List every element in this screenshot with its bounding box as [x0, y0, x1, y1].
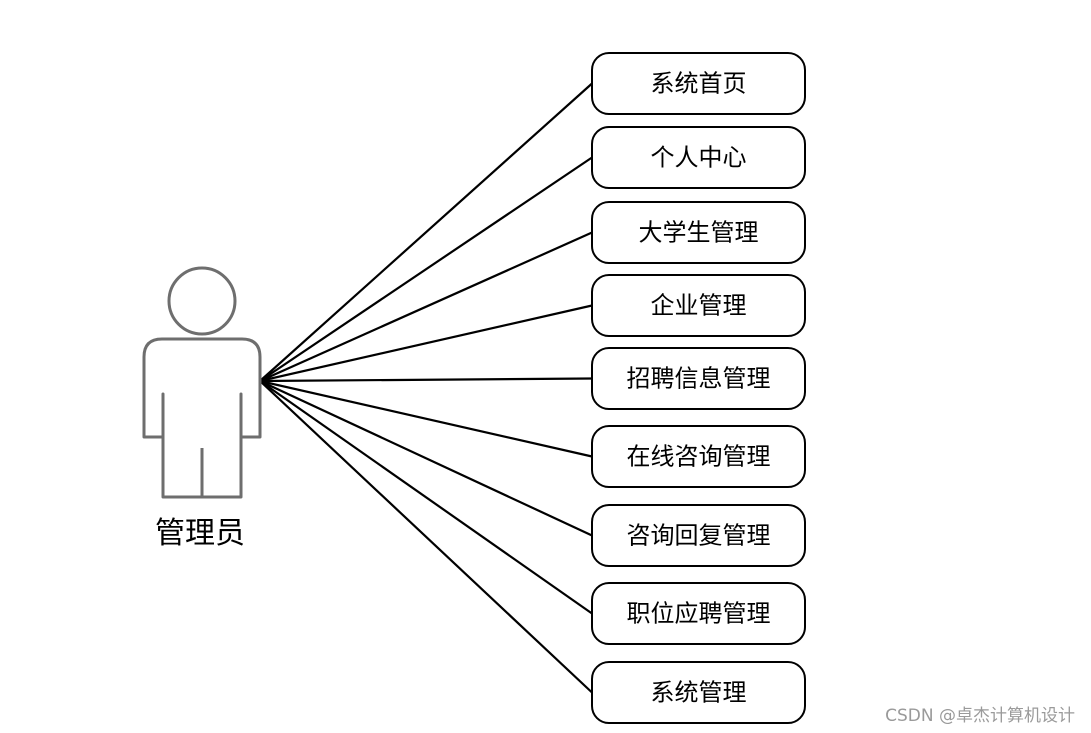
use-case-frame — [591, 126, 806, 189]
use-case-frame — [591, 661, 806, 724]
use-case-label: 系统管理 — [651, 679, 747, 707]
use-case-box: 在线咨询管理 — [591, 425, 806, 488]
use-case-box: 系统首页 — [591, 52, 806, 115]
use-case-label: 大学生管理 — [639, 219, 759, 247]
use-case-label: 在线咨询管理 — [627, 443, 771, 471]
association-line — [259, 380, 593, 694]
association-line — [259, 380, 593, 537]
use-case-frame — [591, 274, 806, 337]
association-line — [259, 379, 593, 458]
use-case-label: 系统首页 — [651, 70, 747, 98]
use-case-box: 大学生管理 — [591, 201, 806, 264]
use-case-box: 咨询回复管理 — [591, 504, 806, 567]
use-case-label: 职位应聘管理 — [627, 600, 771, 628]
association-lines — [259, 82, 593, 694]
use-case-label: 咨询回复管理 — [627, 522, 771, 550]
use-case-box: 个人中心 — [591, 126, 806, 189]
use-case-frame — [591, 504, 806, 567]
use-case-frame — [591, 425, 806, 488]
use-case-list: 系统首页个人中心大学生管理企业管理招聘信息管理在线咨询管理咨询回复管理职位应聘管… — [591, 52, 806, 724]
use-case-frame — [591, 52, 806, 115]
association-line — [259, 304, 593, 383]
association-line — [259, 156, 593, 382]
actor-name: 管理员 — [155, 516, 245, 551]
use-case-box: 职位应聘管理 — [591, 582, 806, 645]
association-line — [259, 231, 593, 383]
use-case-frame — [591, 347, 806, 410]
use-case-box: 招聘信息管理 — [591, 347, 806, 410]
use-case-box: 系统管理 — [591, 661, 806, 724]
association-line — [259, 82, 593, 382]
actor-figure: 管理员 — [142, 266, 262, 551]
use-case-label: 个人中心 — [651, 144, 747, 172]
use-case-label: 企业管理 — [651, 292, 747, 320]
association-line — [259, 377, 593, 383]
use-case-frame — [591, 201, 806, 264]
use-case-box: 企业管理 — [591, 274, 806, 337]
use-case-frame — [591, 582, 806, 645]
association-line — [259, 380, 593, 615]
watermark-text: CSDN @卓杰计算机设计 — [885, 706, 1075, 726]
use-case-label: 招聘信息管理 — [627, 365, 771, 393]
person-icon — [142, 266, 262, 499]
